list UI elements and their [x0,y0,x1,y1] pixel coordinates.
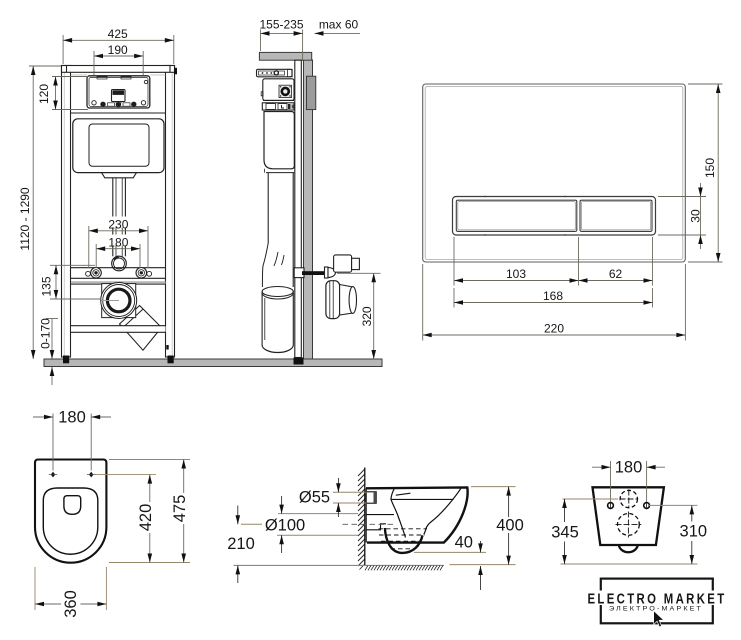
svg-text:190: 190 [108,43,128,57]
svg-text:475: 475 [171,495,189,523]
svg-text:230: 230 [108,217,128,231]
svg-text:360: 360 [62,590,80,618]
svg-text:180: 180 [58,408,86,426]
svg-text:0-170: 0-170 [38,318,52,349]
svg-text:150: 150 [703,158,717,178]
svg-text:103: 103 [506,267,526,281]
svg-text:345: 345 [551,523,579,541]
svg-text:400: 400 [496,517,524,535]
svg-text:155-235: 155-235 [259,18,303,32]
svg-text:1120 - 1290: 1120 - 1290 [18,187,32,250]
svg-text:30: 30 [689,209,703,223]
svg-text:135: 135 [39,276,53,296]
svg-text:180: 180 [108,235,128,249]
svg-text:Ø55: Ø55 [299,488,330,506]
svg-text:62: 62 [609,267,623,281]
svg-text:425: 425 [108,27,128,41]
svg-text:ELECTRO MARKET: ELECTRO MARKET [588,591,727,607]
svg-text:40: 40 [455,533,473,551]
svg-text:210: 210 [227,535,255,553]
svg-text:168: 168 [543,289,563,303]
svg-text:max 60: max 60 [319,18,359,32]
svg-text:Ø100: Ø100 [265,517,305,535]
svg-text:120: 120 [37,84,51,104]
svg-text:220: 220 [544,321,564,335]
svg-text:180: 180 [615,458,643,476]
svg-text:420: 420 [137,504,155,532]
svg-text:320: 320 [360,306,374,326]
svg-text:ЭЛЕКТРО-МАРКЕТ: ЭЛЕКТРО-МАРКЕТ [609,606,703,613]
svg-text:310: 310 [680,523,708,541]
